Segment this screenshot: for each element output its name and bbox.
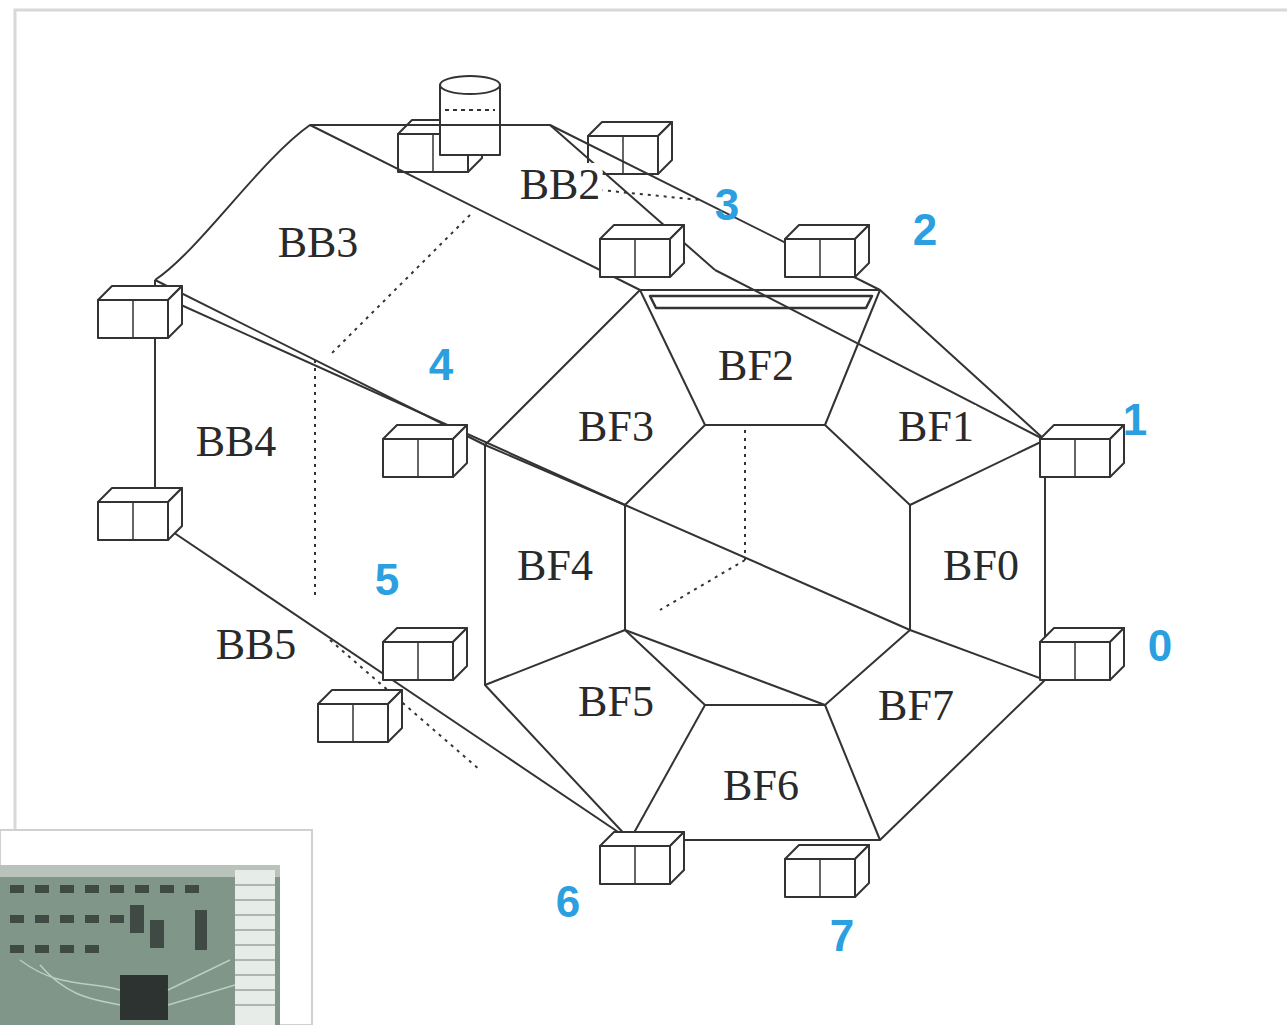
part-label: BB5 — [214, 623, 299, 667]
part-label: BB2 — [518, 163, 603, 207]
cylinder — [440, 76, 500, 155]
callout-number: 7 — [830, 914, 854, 958]
part-label: BF0 — [941, 544, 1021, 588]
part-label: BF2 — [716, 344, 796, 388]
part-label: BB3 — [276, 221, 361, 265]
callout-number: 4 — [429, 343, 453, 387]
part-label: BF5 — [576, 680, 656, 724]
part-label: BF3 — [576, 405, 656, 449]
part-label: BF1 — [896, 405, 976, 449]
callout-number: 1 — [1123, 398, 1147, 442]
callout-number: 3 — [715, 183, 739, 227]
part-label: BB4 — [194, 420, 279, 464]
part-label: BF7 — [876, 684, 956, 728]
part-label: BF4 — [515, 544, 595, 588]
pcb-photo — [0, 830, 312, 1025]
callout-number: 5 — [375, 558, 399, 602]
callout-number: 0 — [1148, 624, 1172, 668]
part-label: BF6 — [721, 764, 801, 808]
callout-number: 2 — [913, 208, 937, 252]
callout-number: 6 — [556, 880, 580, 924]
detector-outline — [98, 76, 1124, 897]
